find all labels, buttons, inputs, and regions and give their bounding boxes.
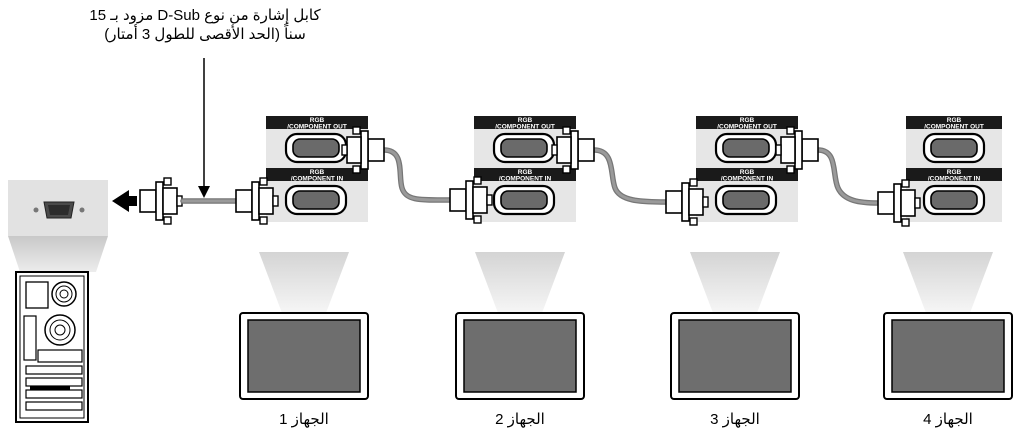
device-2-label: الجهاز 2 [495,411,545,428]
device-3-label: الجهاز 3 [710,411,760,428]
device-4-out-label-line2: /COMPONENT OUT [924,124,984,131]
device-4-in-label-line1: RGB [947,169,962,176]
arrow-to-pc-icon [112,190,137,212]
device-4-monitor [883,252,1013,400]
caption-pointer-arrow-icon [198,186,210,198]
cable-caption-line2: سناً (الحد الأقصى للطول 3 أمتار) [104,26,306,43]
device-1-in-label-line1: RGB [310,169,325,176]
device-2-monitor [455,252,585,400]
device-3-in-label-line1: RGB [740,169,755,176]
pc-beam [8,236,108,272]
device-4-port-panel [906,116,1002,222]
device-1-in-label-line2: /COMPONENT IN [291,176,344,183]
pc-computer [8,180,108,423]
device-1-out-label-line1: RGB [310,117,325,124]
device-2-in-label-line2: /COMPONENT IN [499,176,552,183]
device-3-monitor [670,252,800,400]
device-1-label: الجهاز 1 [279,411,329,428]
device-1-monitor [239,252,369,400]
device-1-port-panel [266,116,368,222]
cables [180,147,881,206]
pc-tower-icon [15,271,89,423]
device-3-out-label-line2: /COMPONENT OUT [717,124,777,131]
device-4-out-label-line1: RGB [947,117,962,124]
device-3-port-panel [696,116,798,222]
device-4-in-label-line2: /COMPONENT IN [928,176,981,183]
pc-vga-port-icon [33,201,85,219]
device-2-out-label-line2: /COMPONENT OUT [495,124,555,131]
cable-caption-line1: كابل إشارة من نوع D-Sub مزود بـ 15 [89,7,321,24]
device-2-port-panel [474,116,576,222]
device-3-out-label-line1: RGB [740,117,755,124]
device-4-label: الجهاز 4 [923,411,973,428]
pc-cable-plug-left-icon [139,177,183,225]
device-2-out-label-line1: RGB [518,117,533,124]
device-3-in-label-line2: /COMPONENT IN [721,176,774,183]
device-1-out-label-line2: /COMPONENT OUT [287,124,347,131]
device-2-in-label-line1: RGB [518,169,533,176]
cable-caption: كابل إشارة من نوع D-Sub مزود بـ 15 سناً … [60,6,350,44]
